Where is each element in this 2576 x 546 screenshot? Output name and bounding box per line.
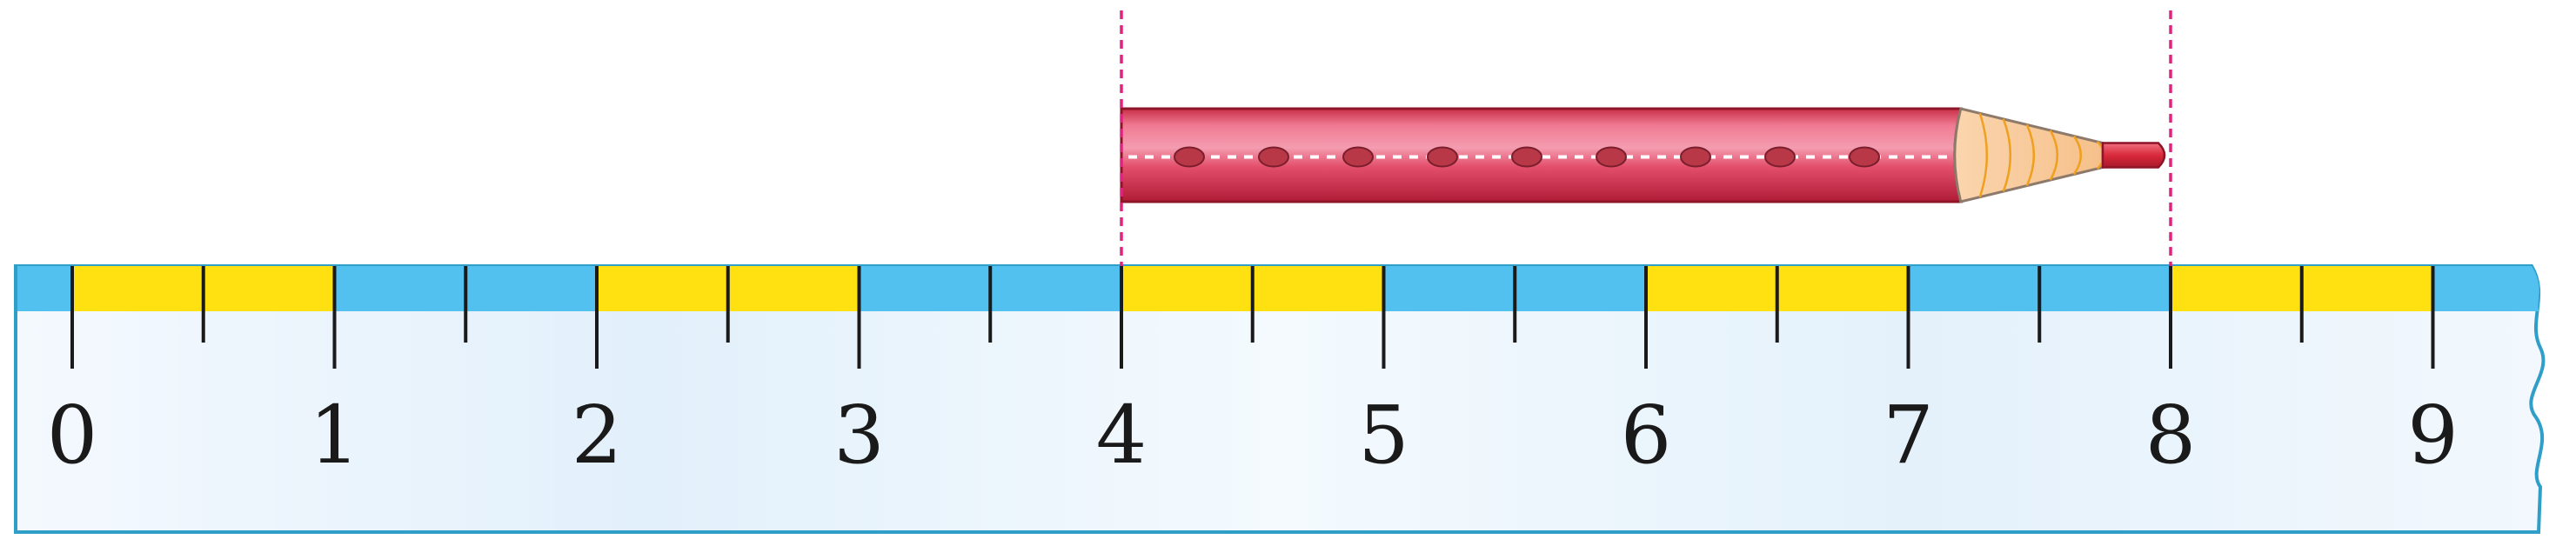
- wood-grain-line-2: [2025, 123, 2035, 187]
- tick-label-4: 4: [1096, 389, 1147, 482]
- wood-grain-line-1: [2002, 118, 2012, 192]
- pencil-lead: [2101, 142, 2166, 169]
- pencil-dot-3: [1427, 146, 1458, 168]
- ruler: 0 1 2 3 4 5 6 7 8 9: [14, 264, 2546, 534]
- wood-grain-line-3: [2049, 130, 2059, 181]
- pencil-dots: [1174, 146, 1880, 168]
- pencil-dot-1: [1258, 146, 1289, 168]
- ruler-ticks: [70, 266, 2435, 369]
- pencil-dot-7: [1764, 146, 1796, 168]
- tick-label-1: 1: [309, 389, 360, 482]
- pencil-dot-0: [1174, 146, 1205, 168]
- wood-grain-line-0: [1978, 112, 1989, 198]
- tick-label-8: 8: [2145, 389, 2197, 482]
- guide-lines: [1120, 10, 2172, 266]
- tick-label-5: 5: [1358, 389, 1409, 482]
- pencil-dot-6: [1680, 146, 1711, 168]
- ruler-tick-labels: 0 1 2 3 4 5 6 7 8 9: [47, 389, 2459, 482]
- pencil-dot-8: [1849, 146, 1880, 168]
- pencil-wood-tip: [1953, 107, 2104, 203]
- pencil: [1120, 107, 2166, 203]
- wood-grain-line-4: [2072, 135, 2083, 176]
- tick-label-2: 2: [572, 389, 623, 482]
- tick-label-0: 0: [47, 389, 98, 482]
- tick-label-3: 3: [833, 389, 885, 482]
- tick-label-7: 7: [1883, 389, 1934, 482]
- tick-label-6: 6: [1621, 389, 1672, 482]
- pencil-dot-4: [1511, 146, 1542, 168]
- band-lead: [17, 266, 72, 311]
- tick-label-9: 9: [2407, 389, 2459, 482]
- pencil-dot-5: [1596, 146, 1627, 168]
- pencil-wood-grain: [1978, 112, 2130, 198]
- ruler-color-bands: [17, 266, 2539, 311]
- band-tail: [2432, 266, 2539, 311]
- pencil-dot-2: [1342, 146, 1374, 168]
